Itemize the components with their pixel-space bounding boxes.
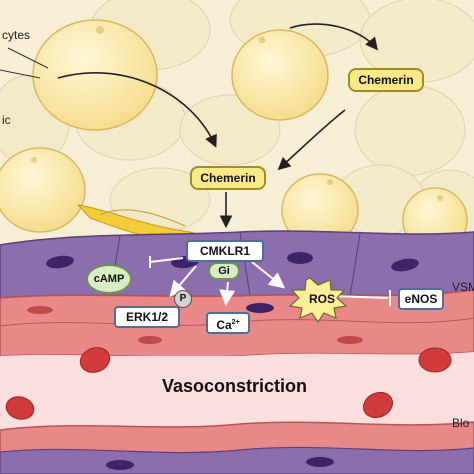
adipocyte <box>0 147 86 233</box>
enos-node: eNOS <box>398 288 444 310</box>
chemerin-center-label: Chemerin <box>190 166 266 190</box>
erk-node: ERK1/2 <box>114 306 180 328</box>
calcium-node: Ca2+ <box>206 312 250 334</box>
smooth-muscle-nuclei <box>27 303 363 344</box>
red-blood-cells <box>5 347 452 420</box>
blood-label: Blo <box>452 416 470 430</box>
phospho-marker: P <box>174 290 192 308</box>
chemerin-top-label: Chemerin <box>348 68 424 92</box>
adipocyte-nucleus <box>96 26 104 34</box>
intracellular-arrows <box>149 256 391 306</box>
adipocytes-label: cytes <box>2 28 31 42</box>
ros-label: ROS <box>308 292 335 306</box>
adipocyte <box>32 19 158 131</box>
gi-protein: Gi <box>208 262 240 280</box>
camp-node: cAMP <box>86 264 132 294</box>
vsmc-label: VSM <box>452 280 474 294</box>
vessel-lumen <box>0 356 474 430</box>
cmklr1-receptor: CMKLR1 <box>186 240 264 262</box>
signal-arrows <box>57 23 379 229</box>
vasoconstriction-label: Vasoconstriction <box>162 376 308 396</box>
tissue-label: ic <box>2 113 11 127</box>
adipocyte <box>231 29 329 121</box>
ros-burst <box>288 277 348 324</box>
